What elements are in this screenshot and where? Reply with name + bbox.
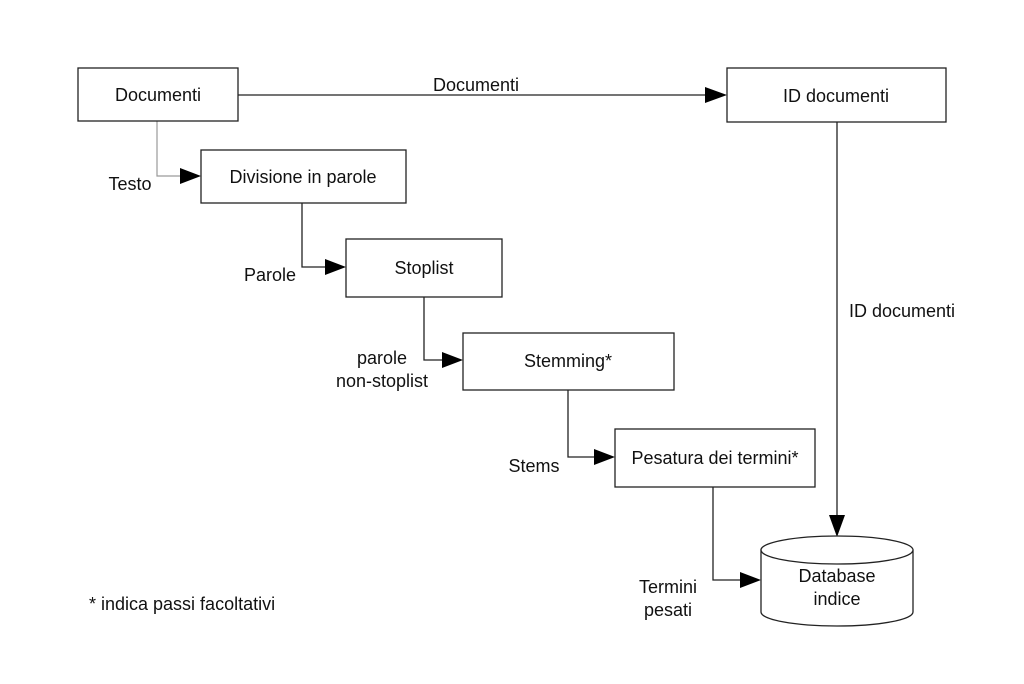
node-documenti: Documenti [77,67,239,122]
edge-label-stems: Stems [508,456,559,476]
node-documenti-label: Documenti [115,85,201,105]
arrowhead [705,87,727,103]
arrowhead [180,168,201,184]
node-database-label-2: indice [813,589,860,609]
edge-divisione-to-stoplist [301,203,327,268]
node-stemming-label: Stemming* [524,351,612,371]
edge-label-termini-1: Termini [639,577,697,597]
arrowhead [325,259,346,275]
edge-label-parole-non-stoplist-1: parole [357,348,407,368]
edge-label-parole: Parole [244,265,296,285]
node-divisione: Divisione in parole [200,149,407,204]
edge-label-parole-non-stoplist-2: non-stoplist [336,371,428,391]
footnote: * indica passi facoltativi [89,594,275,614]
node-divisione-label: Divisione in parole [229,167,376,187]
node-database: Database indice [760,535,914,627]
node-id-documenti-label: ID documenti [783,86,889,106]
edge-documenti-to-divisione [156,121,182,177]
arrowhead [740,572,761,588]
arrowhead [594,449,615,465]
edge-pesatura-to-database [712,487,742,581]
node-database-label-1: Database [798,566,875,586]
edge-label-testo: Testo [108,174,151,194]
node-stemming: Stemming* [462,332,675,391]
node-pesatura: Pesatura dei termini* [614,428,816,488]
edge-stemming-to-pesatura [567,390,596,458]
node-stoplist-label: Stoplist [394,258,453,278]
arrowhead [442,352,463,368]
node-pesatura-label: Pesatura dei termini* [631,448,798,468]
node-stoplist: Stoplist [345,238,503,298]
edge-stoplist-to-stemming [423,297,444,361]
edge-label-documenti: Documenti [433,75,519,95]
edge-label-termini-2: pesati [644,600,692,620]
arrowhead [829,515,845,537]
node-id-documenti: ID documenti [726,67,947,123]
edge-label-id-documenti: ID documenti [849,301,955,321]
